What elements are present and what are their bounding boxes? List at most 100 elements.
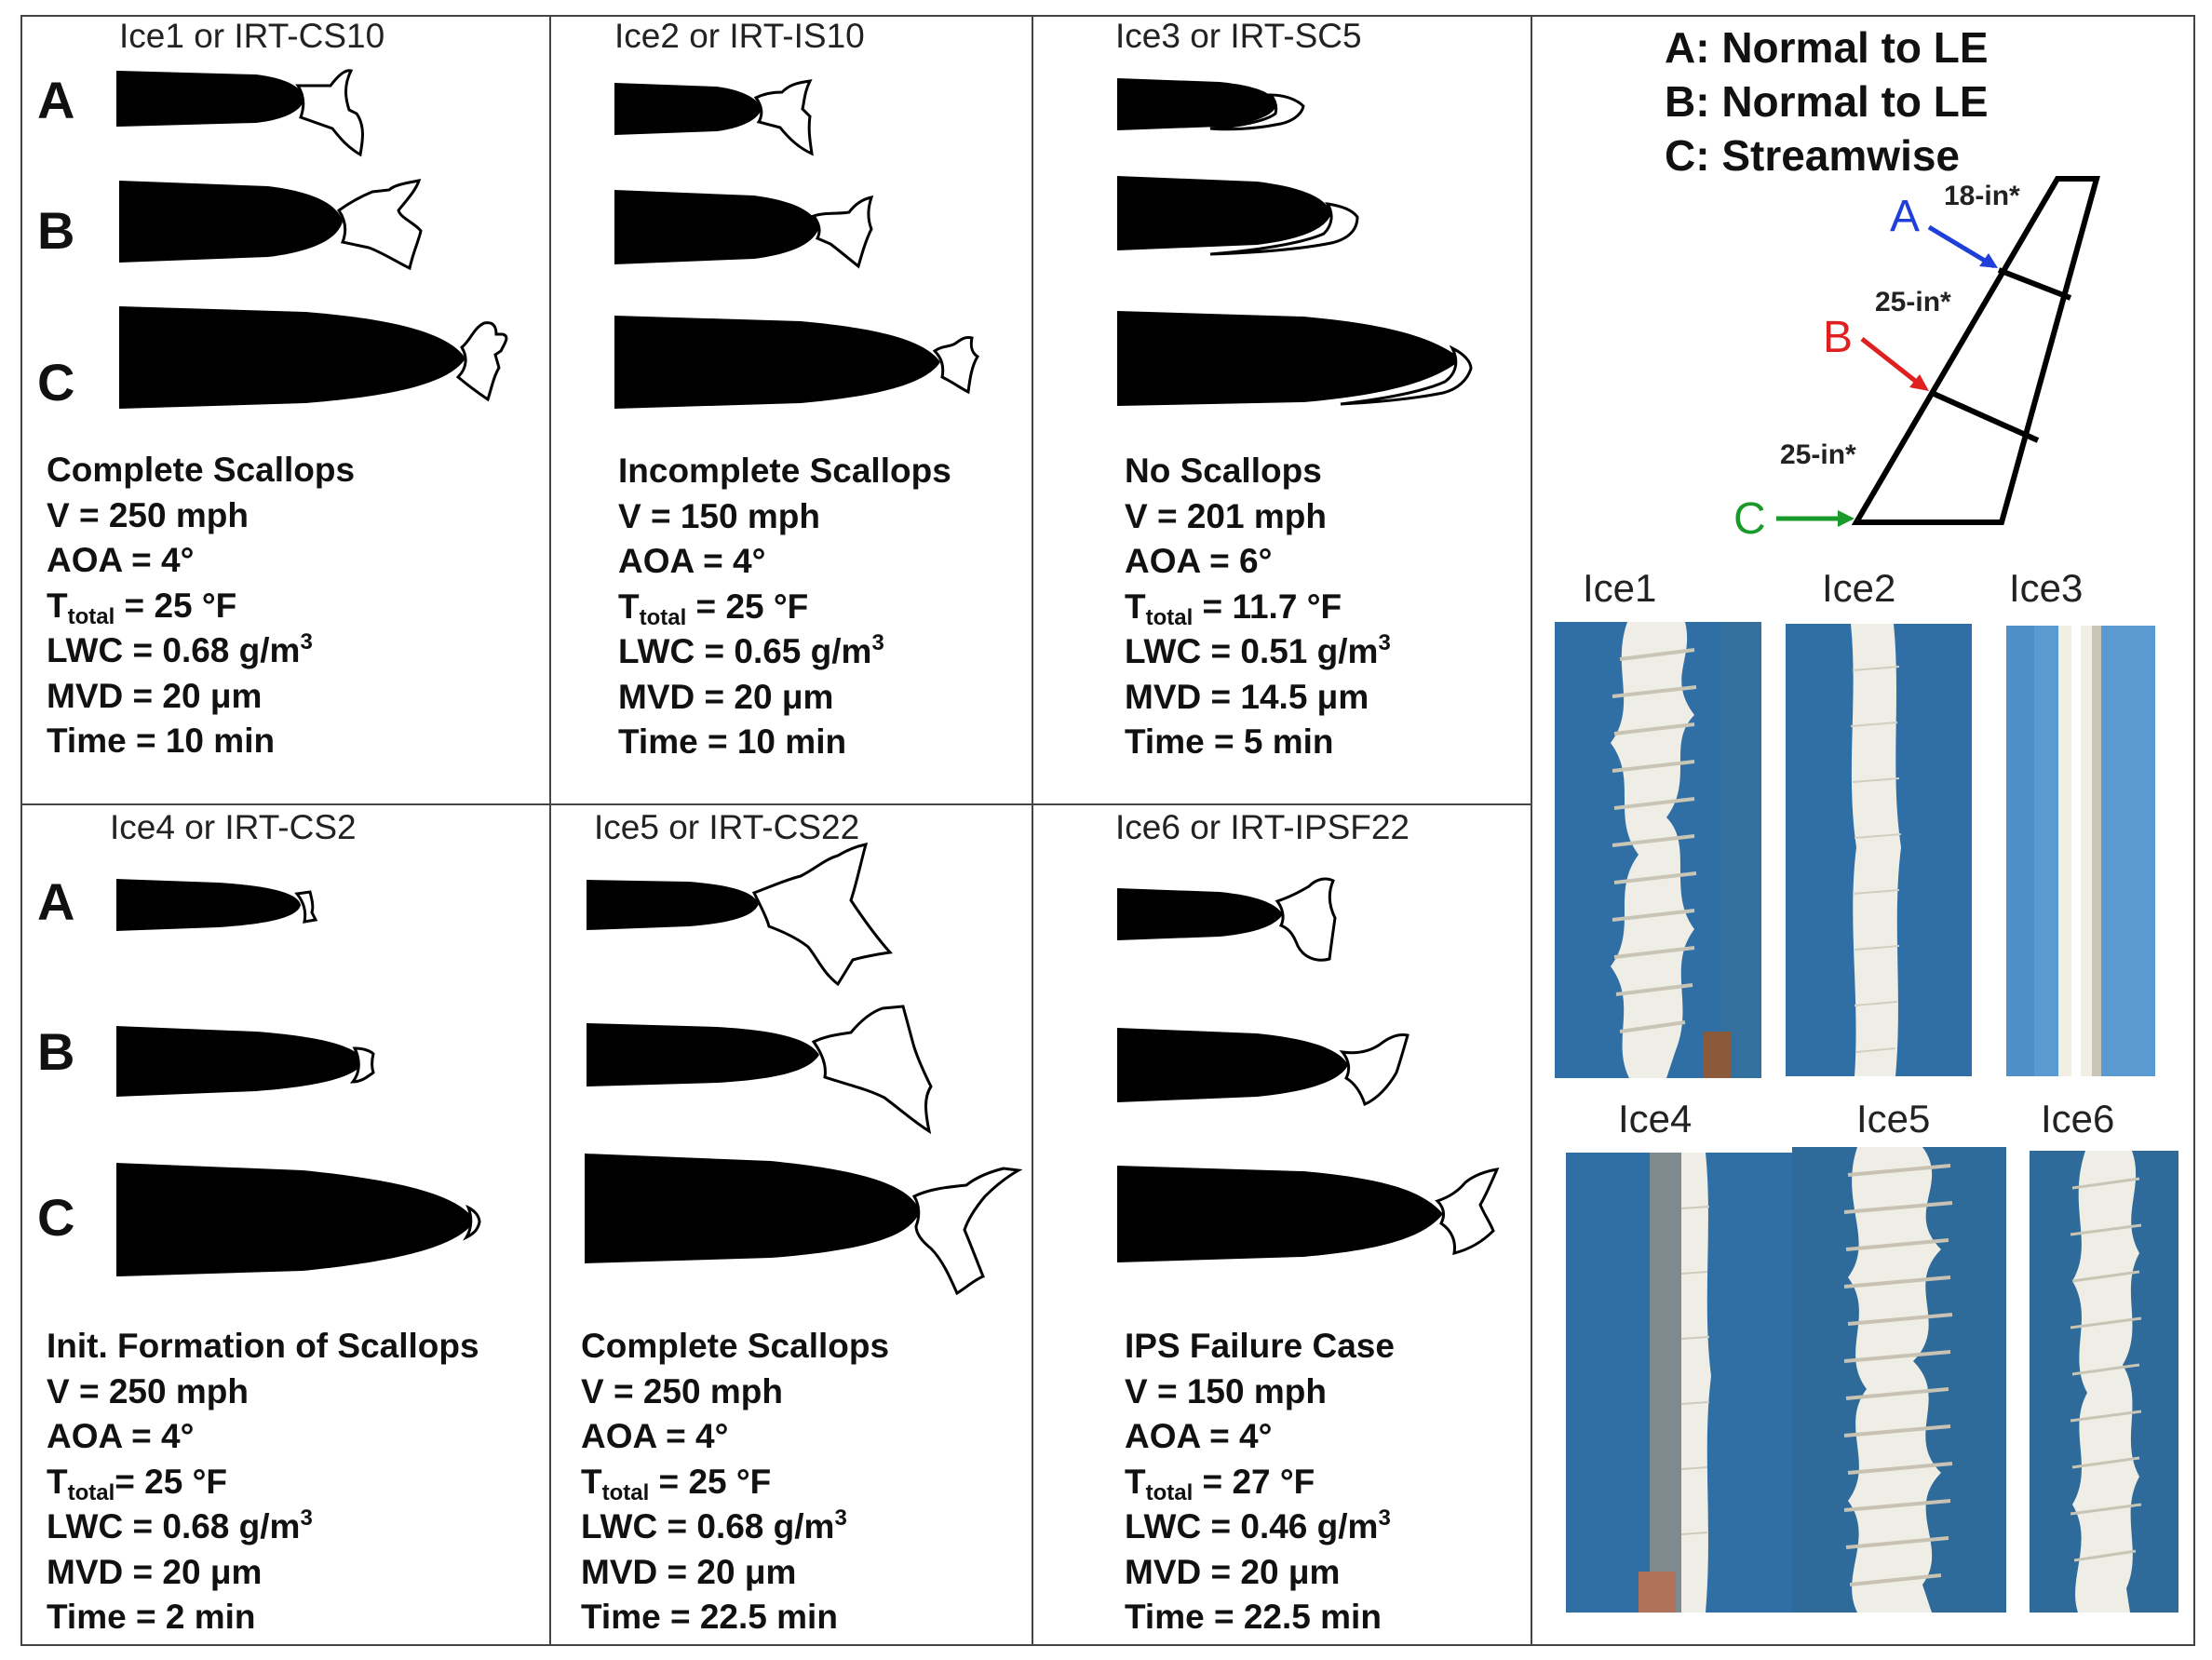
case-title: Ice3 or IRT-SC5 [1115, 17, 1362, 55]
velocity: V = 250 mph [47, 1371, 249, 1410]
liquid-water-content: LWC = 0.46 g/m3 [1125, 1505, 1395, 1550]
case-title: Ice6 or IRT-IPSF22 [1115, 808, 1409, 846]
section-legend: A: Normal to LE B: Normal to LE C: Strea… [1665, 20, 1989, 182]
case-title: Ice5 or IRT-CS22 [594, 808, 860, 846]
lwc-text: LWC = 0.65 g/m [618, 632, 872, 670]
duration: Time = 10 min [47, 722, 276, 760]
airfoil-section-c [614, 316, 980, 409]
median-volume-diameter: MVD = 14.5 μm [1125, 677, 1369, 716]
case-params: No Scallops V = 201 mph AOA = 6° Ttotal … [1125, 449, 1391, 765]
ice-shape [294, 890, 318, 924]
ice-shape [295, 69, 364, 157]
ice-shape [1209, 202, 1359, 256]
ice-photo-3 [2006, 626, 2155, 1076]
grid-divider [20, 803, 1532, 805]
airfoil-section-c [119, 306, 508, 409]
row-label-b: B [37, 1022, 75, 1081]
angle-of-attack: AOA = 4° [1125, 1417, 1273, 1455]
ice-shape [811, 1005, 933, 1135]
ice-shape [455, 321, 508, 402]
photo-label-ice2: Ice2 [1822, 566, 1896, 610]
lwc-exponent: 3 [1378, 630, 1391, 655]
ice-shape [753, 79, 814, 156]
legend-item-b: B: Normal to LE [1665, 77, 1989, 126]
ice-shape [1275, 877, 1337, 962]
case-name: No Scallops [1125, 452, 1322, 490]
lwc-text: LWC = 0.68 g/m [47, 631, 301, 669]
liquid-water-content: LWC = 0.51 g/m3 [1125, 629, 1391, 675]
figure-frame [20, 15, 2195, 1646]
temp-symbol: T [47, 1462, 68, 1501]
photo-label-ice1: Ice1 [1583, 566, 1657, 610]
median-volume-diameter: MVD = 20 μm [47, 1552, 263, 1591]
lwc-text: LWC = 0.68 g/m [47, 1507, 301, 1545]
arrow-a [1927, 224, 1996, 269]
row-label-c: C [37, 1188, 75, 1247]
temp-symbol: T [618, 587, 640, 626]
liquid-water-content: LWC = 0.68 g/m3 [47, 1505, 479, 1550]
dimension-label: 18-in* [1944, 181, 2020, 211]
case-title: Ice4 or IRT-CS2 [110, 808, 357, 846]
total-temperature: Ttotal = 27 °F [1125, 1460, 1395, 1505]
liquid-water-content: LWC = 0.68 g/m3 [581, 1505, 889, 1550]
grid-divider [549, 15, 551, 1646]
duration: Time = 10 min [618, 722, 847, 761]
section-line-a [1997, 267, 2072, 301]
temp-value: = 25 °F [649, 1462, 772, 1501]
temp-subscript: total [601, 1479, 650, 1505]
case-params: Complete Scallops V = 250 mph AOA = 4° T… [47, 448, 355, 764]
total-temperature: Ttotal = 25 °F [581, 1460, 889, 1505]
airfoil-section-a [587, 843, 893, 987]
velocity: V = 250 mph [47, 495, 249, 534]
airfoil-section-a [1117, 877, 1337, 962]
airfoil-section-b [587, 1005, 933, 1135]
airfoil-section-b [1117, 1028, 1409, 1107]
row-label-c: C [37, 353, 75, 412]
ice-shape [932, 336, 980, 395]
velocity: V = 150 mph [618, 496, 820, 535]
velocity: V = 201 mph [1125, 496, 1327, 535]
arrow-b [1860, 337, 1925, 389]
photo-label-ice6: Ice6 [2041, 1097, 2115, 1140]
temp-symbol: T [1125, 1462, 1146, 1501]
airfoil-section-a [614, 79, 814, 156]
ice-shape [336, 179, 423, 271]
case-params: Complete Scallops V = 250 mph AOA = 4° T… [581, 1324, 889, 1640]
arrowhead-c [1838, 510, 1855, 527]
section-line-b [1930, 390, 2040, 443]
ice-shape [1435, 1167, 1500, 1256]
duration: Time = 22.5 min [1125, 1598, 1382, 1636]
arrowhead-a [1979, 253, 1998, 268]
grid-divider [1531, 15, 1532, 1646]
wing-label-a: A [1890, 192, 1920, 241]
case-name: Complete Scallops [47, 451, 356, 489]
liquid-water-content: LWC = 0.65 g/m3 [618, 629, 951, 675]
duration: Time = 5 min [1125, 722, 1334, 761]
duration: Time = 22.5 min [581, 1598, 838, 1636]
row-label-b: B [37, 201, 75, 260]
case-title: Ice2 or IRT-IS10 [614, 17, 865, 55]
ice-shape [1339, 1033, 1409, 1107]
temp-subscript: total [1145, 604, 1194, 630]
case-params: Incomplete Scallops V = 150 mph AOA = 4°… [618, 449, 951, 765]
airfoil-section-b [1117, 176, 1359, 256]
ice-shape [1340, 344, 1473, 406]
case-name: Init. Formation of Scallops [47, 1327, 479, 1365]
airfoil-section-c [116, 1163, 481, 1276]
ice-photo-1 [1555, 622, 1761, 1078]
temp-value: = 25 °F [115, 586, 237, 625]
liquid-water-content: LWC = 0.68 g/m3 [47, 628, 355, 674]
median-volume-diameter: MVD = 20 μm [618, 677, 834, 716]
temp-value: = 11.7 °F [1193, 587, 1342, 626]
temp-symbol: T [1125, 587, 1146, 626]
airfoil-section-c [1117, 311, 1473, 406]
ice-photo-5 [1792, 1147, 2006, 1613]
total-temperature: Ttotal= 25 °F [47, 1460, 479, 1505]
temp-value: = 25 °F [115, 1462, 228, 1501]
airfoil-section-c [1117, 1166, 1500, 1262]
airfoil-section-b [614, 190, 874, 269]
case-name: Incomplete Scallops [618, 452, 951, 490]
total-temperature: Ttotal = 25 °F [47, 584, 355, 629]
photo-label-ice4: Ice4 [1618, 1097, 1693, 1140]
dimension-label: 25-in* [1875, 287, 1951, 317]
